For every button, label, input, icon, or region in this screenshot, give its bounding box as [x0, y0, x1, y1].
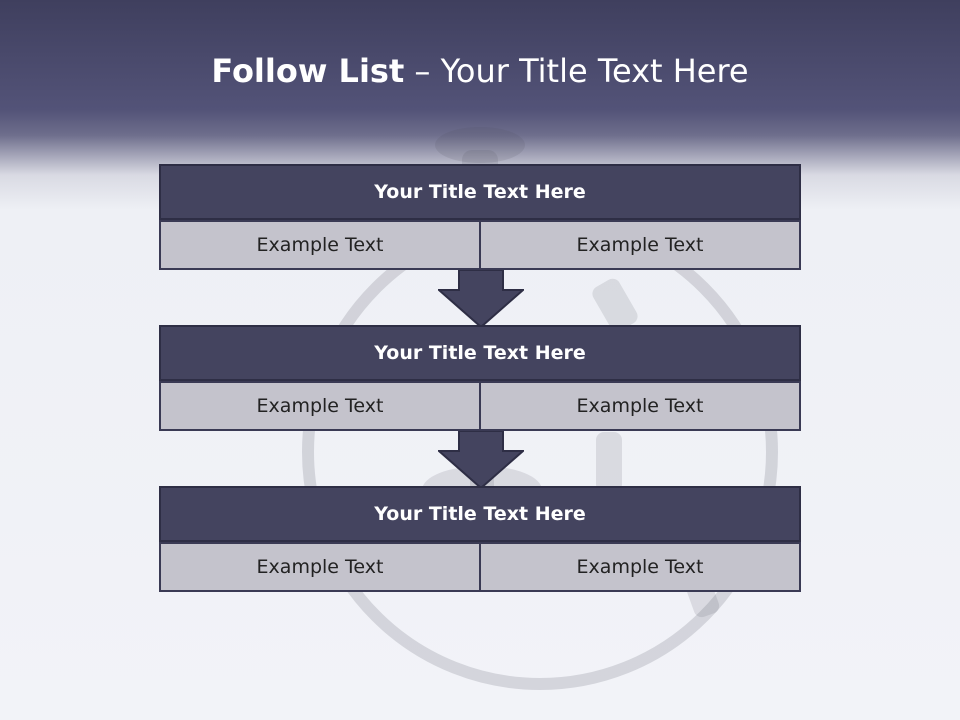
block-1-right-cell: Example Text [481, 220, 801, 270]
list-block-3: Your Title Text Here Example Text Exampl… [159, 486, 801, 592]
title-rest: – Your Title Text Here [414, 52, 749, 90]
down-arrow-icon [438, 270, 524, 328]
block-3-title: Your Title Text Here [159, 486, 801, 542]
block-2-right-cell: Example Text [481, 381, 801, 431]
block-1-title: Your Title Text Here [159, 164, 801, 220]
list-block-1: Your Title Text Here Example Text Exampl… [159, 164, 801, 270]
block-3-right-cell: Example Text [481, 542, 801, 592]
block-3-left-cell: Example Text [159, 542, 481, 592]
block-1-left-cell: Example Text [159, 220, 481, 270]
list-block-2: Your Title Text Here Example Text Exampl… [159, 325, 801, 431]
title-bold: Follow List [211, 52, 405, 90]
block-2-title: Your Title Text Here [159, 325, 801, 381]
slide-title: Follow List – Your Title Text Here [0, 52, 960, 90]
block-2-left-cell: Example Text [159, 381, 481, 431]
down-arrow-icon [438, 431, 524, 489]
